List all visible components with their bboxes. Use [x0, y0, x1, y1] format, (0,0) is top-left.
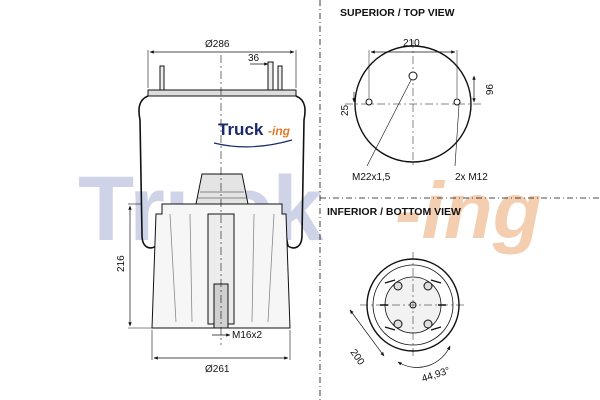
logo-swoosh: [213, 139, 293, 148]
label-thread-bottom: M16x2: [232, 330, 262, 341]
bottom-hole-4: [423, 319, 433, 329]
label-thread-right: 2x M12: [455, 172, 488, 183]
bump-stop-lines: [198, 191, 246, 199]
stud-left: [159, 65, 165, 91]
bottom-dim-diameter: [349, 309, 385, 357]
bottom-view: [349, 252, 466, 368]
logo: Truck -ing: [213, 120, 293, 148]
logo-brand: Truck: [218, 120, 264, 139]
label-thread-left: M22x1,5: [352, 172, 391, 183]
label-bottom-diameter-dim: 200: [348, 347, 367, 367]
logo-suffix: -ing: [268, 124, 291, 138]
top-view-header: SUPERIOR / TOP VIEW: [340, 7, 455, 19]
label-bottom-angle: 44,93°: [421, 365, 452, 384]
side-view: [128, 50, 306, 360]
label-top-diameter: Ø286: [205, 39, 230, 50]
bottom-dim-angle: [397, 345, 451, 368]
bottom-hole-2: [423, 281, 433, 291]
bottom-view-header: INFERIOR / BOTTOM VIEW: [327, 206, 461, 218]
air-inlet: [267, 61, 274, 91]
piston-ribs: [169, 213, 275, 323]
stud-right: [277, 65, 283, 91]
stud-hole-right: [453, 98, 461, 106]
bottom-ribs: [380, 279, 446, 331]
top-view: [345, 40, 481, 168]
bellow-left-wall: [138, 95, 163, 249]
label-top-right: 96: [483, 84, 494, 96]
label-top-width: 210: [403, 38, 420, 49]
watermark-suffix: -ing: [395, 166, 542, 255]
top-plate: [147, 89, 297, 97]
label-height: 216: [116, 255, 127, 272]
label-stud-offset: 36: [248, 53, 260, 64]
bottom-hole-1: [393, 281, 403, 291]
bump-stop: [195, 173, 249, 205]
bottom-hole-3: [393, 319, 403, 329]
label-top-offset: 25: [340, 104, 351, 116]
leader-thread-left: [366, 79, 412, 167]
label-bottom-diameter: Ø261: [205, 364, 230, 375]
air-inlet-hole: [408, 71, 418, 81]
leader-thread-right: [454, 104, 460, 167]
view-separators: [319, 0, 600, 400]
stud-hole-left: [365, 98, 373, 106]
bellow-right-wall: [281, 95, 306, 249]
